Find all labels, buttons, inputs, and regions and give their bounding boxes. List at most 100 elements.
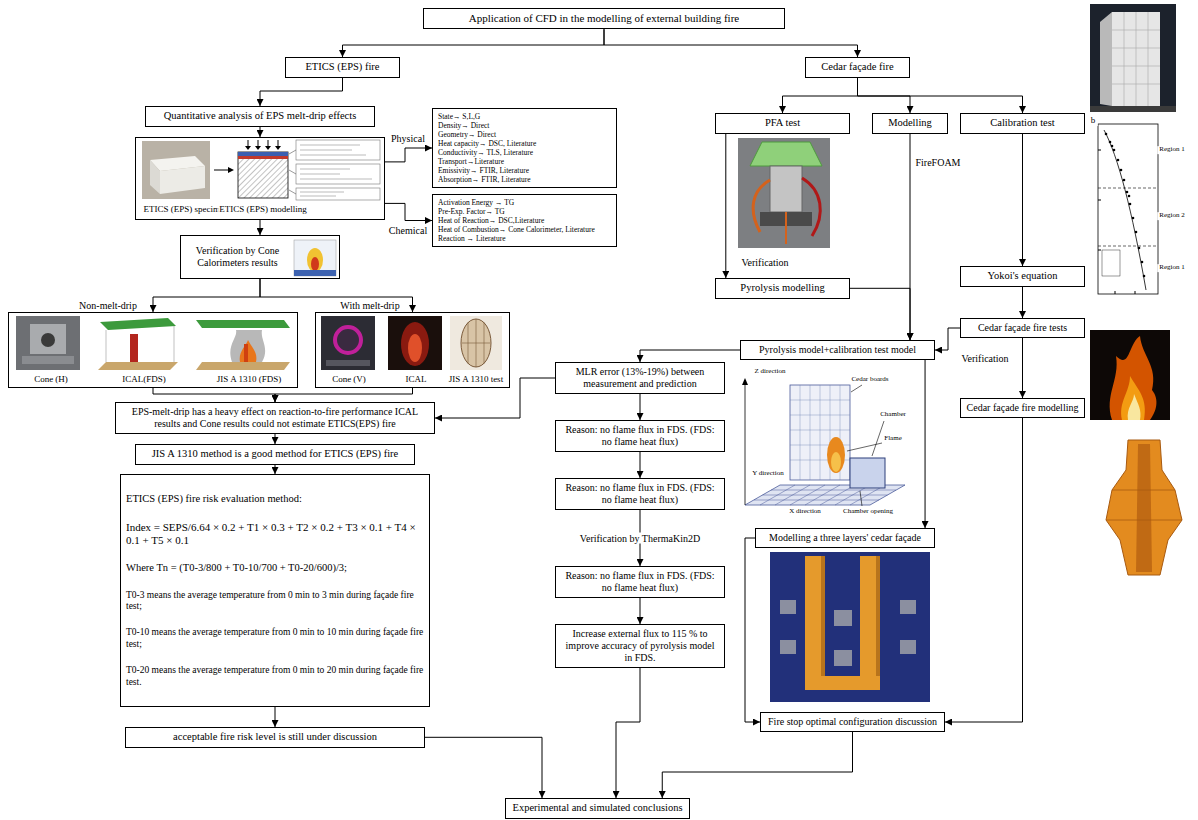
mesh-illustration <box>831 452 841 472</box>
node-text: ETICS (EPS) fire <box>291 61 394 74</box>
node-text: Activation Energy → TG <box>438 198 611 207</box>
mesh-illustration <box>745 384 746 505</box>
yokoi-plot <box>1128 195 1131 198</box>
mesh-illustration <box>827 437 845 473</box>
layer-model <box>255 146 261 150</box>
layer-model <box>296 140 380 160</box>
cone-h-photo <box>41 333 55 347</box>
mesh-illustration <box>742 378 905 506</box>
facade-test-photo <box>1112 66 1160 67</box>
mesh-illustration <box>763 495 888 496</box>
branch-box: Cedar façade fire <box>805 57 910 78</box>
finding-box: Increase external flux to 115 % to impro… <box>555 624 725 668</box>
cedar-facade-photo <box>900 600 916 614</box>
yokoi-plot <box>1138 247 1141 250</box>
pfa-apparatus-photo <box>785 212 787 244</box>
node-text: Pyrolysis model+calibration test model <box>746 344 929 356</box>
connector-arrow <box>260 78 343 106</box>
cedar-model-render <box>1106 440 1182 575</box>
connector-arrow <box>275 465 276 474</box>
connector-arrow <box>640 598 641 624</box>
process-box: Cedar façade fire tests <box>960 318 1085 338</box>
pfa-apparatus-photo <box>802 178 820 236</box>
facade-test-photo <box>1090 4 1176 112</box>
finding-box: MLR error (13%-19%) between measurement … <box>555 362 725 394</box>
layer-model <box>300 192 344 193</box>
layer-model <box>300 145 360 146</box>
cone-v-photo <box>335 327 361 353</box>
ical-photo <box>408 334 422 362</box>
edge-label: Physical <box>389 133 427 144</box>
node-text: Experimental and simulated conclusions <box>511 802 684 815</box>
cedar-facade-photo <box>780 600 796 614</box>
facade-test-photo <box>1136 12 1137 106</box>
image-panel: Cone (H)ICAL(FDS)JIS A 1310 (FDS) <box>8 312 298 388</box>
finding-box: EPS-melt-drip has a heavy effect on reac… <box>115 402 435 434</box>
connector-arrow <box>725 134 726 278</box>
cedar-facade-photo <box>780 640 796 654</box>
cone-h-photo <box>16 316 80 370</box>
node-text: Reason: no flame flux in FDS. (FDS: no f… <box>561 482 719 506</box>
figure-label: Z direction <box>753 368 788 376</box>
node-text: acceptable fire risk level is still unde… <box>131 731 419 744</box>
jis-fds-image <box>244 344 248 362</box>
yokoi-plot <box>1111 145 1114 148</box>
cone-simulation-image <box>311 257 319 271</box>
node-text: Application of CFD in the modelling of e… <box>429 12 779 25</box>
image-caption: JIS A 1310 (FDS) <box>216 374 282 385</box>
edge-label: Verification <box>959 353 1010 364</box>
edge-label: Verification <box>739 257 790 268</box>
facade-test-photo <box>1112 30 1160 31</box>
jis-fds-image <box>196 362 290 370</box>
yokoi-plot <box>1135 231 1138 234</box>
connector-arrow <box>260 127 261 137</box>
pfa-apparatus-photo <box>753 180 770 232</box>
discussion-box: Fire stop optimal configuration discussi… <box>760 712 945 732</box>
connector-arrow <box>662 732 852 798</box>
yokoi-plot <box>1113 149 1116 152</box>
facade-test-photo <box>1090 106 1176 112</box>
yokoi-plot <box>1098 246 1158 247</box>
cedar-facade-photo <box>834 610 852 626</box>
layer-model <box>300 174 340 175</box>
layer-model <box>300 155 366 156</box>
edge-label: Verification by ThermaKin2D <box>578 533 702 544</box>
cone-simulation-image <box>307 248 323 272</box>
edge-label: FireFOAM <box>913 157 962 168</box>
node-text: Density→ Direct <box>438 121 611 130</box>
cone-simulation-image <box>294 240 336 276</box>
connector-arrow <box>385 203 432 220</box>
image-caption: ETICS (EPS) specimen <box>143 204 230 215</box>
layer-model <box>275 146 281 150</box>
node-text: Where Tn = (T0-3/800 + T0-10/700 + T0-20… <box>126 562 424 575</box>
yokoi-plot <box>1109 141 1112 144</box>
mesh-illustration <box>810 385 811 480</box>
yokoi-plot <box>1098 124 1158 294</box>
mesh-illustration <box>850 458 885 488</box>
process-box: Pyrolysis modelling <box>715 278 850 299</box>
discussion-box: acceptable fire risk level is still unde… <box>125 727 425 748</box>
yokoi-plot <box>1123 179 1126 182</box>
ical-fds-image <box>98 318 178 370</box>
yokoi-plot <box>1132 217 1135 220</box>
layer-model <box>296 164 380 184</box>
yokoi-plot <box>1126 191 1129 194</box>
node-text: Reason: no flame flux in FDS. (FDS: no f… <box>561 570 719 594</box>
image-caption: ICAL <box>405 374 428 385</box>
node-text: Cedar façade fire <box>811 61 904 74</box>
layer-model <box>268 140 269 146</box>
layer-model <box>238 140 380 200</box>
connector-arrow <box>604 29 858 57</box>
figure-label: Y direction <box>750 470 785 478</box>
node-text: Cedar façade fire modelling <box>966 402 1079 414</box>
layer-model <box>265 146 271 150</box>
image-caption: ETICS (EPS) modelling <box>218 204 308 215</box>
connector-arrow <box>275 707 276 727</box>
yokoi-plot <box>1143 275 1146 278</box>
cone-v-photo <box>321 316 375 370</box>
connector-arrow <box>1022 134 1023 266</box>
specimen-photo <box>142 141 210 199</box>
layer-model <box>300 150 352 151</box>
process-box: Modelling <box>872 113 948 134</box>
node-text: Conductivity→ TLS, Literature <box>438 148 611 157</box>
